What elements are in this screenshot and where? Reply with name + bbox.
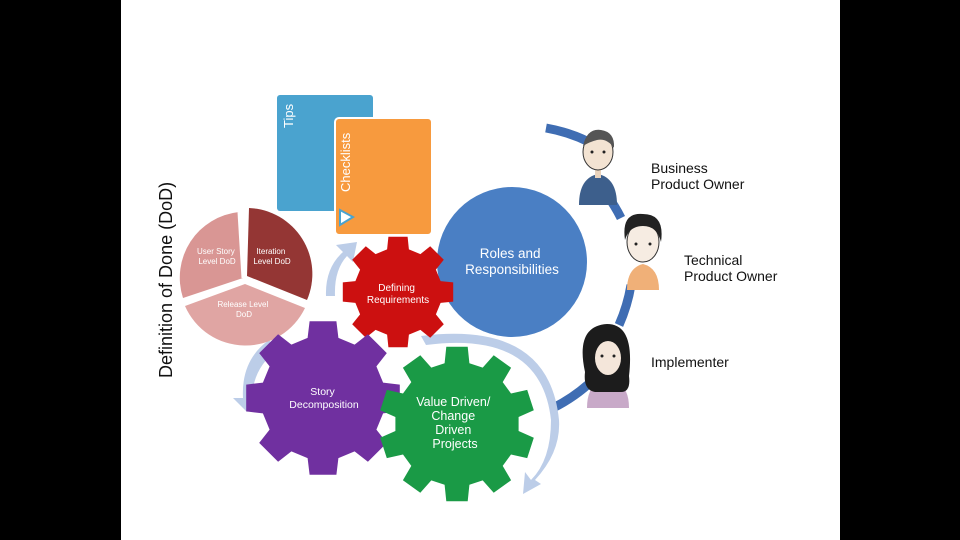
checklists-tab [334, 117, 433, 236]
checklists-tab-label: Checklists [338, 132, 353, 192]
role-implementer: Implementer [651, 354, 729, 370]
arrow-up [325, 242, 357, 296]
diagram-canvas: User Story Level DoD Iteration Level DoD… [179, 95, 662, 502]
role-line: Product Owner [651, 176, 745, 192]
roles-circle-label: Roles and Responsibilities [465, 246, 559, 277]
dod-title: Definition of Done (DoD) [156, 181, 176, 378]
role-line: Product Owner [684, 268, 778, 284]
slide: User Story Level DoD Iteration Level DoD… [121, 0, 840, 540]
play-triangle-icon [339, 208, 356, 227]
pie-release-label: Release Level DoD [218, 300, 271, 319]
pie-user-story-label: User Story Level DoD [197, 247, 237, 266]
gear-defining-label: Defining Requirements [367, 283, 429, 306]
role-technical-product-owner: Technical Product Owner [684, 252, 777, 284]
role-line: Implementer [651, 354, 729, 370]
gear-story-decomposition [246, 321, 400, 475]
avatar-implementer [582, 324, 631, 408]
gear-story-shape [246, 321, 400, 475]
pie-user-story [179, 212, 243, 298]
pie-iteration [247, 208, 313, 300]
avatar-technical-product-owner [624, 213, 662, 290]
role-line: Business [651, 160, 708, 176]
gear-defining-shape [342, 236, 454, 348]
pie-iteration-label: Iteration Level DoD [253, 247, 291, 266]
gear-value-shape [380, 346, 534, 502]
avatar-business-product-owner [579, 129, 617, 205]
dod-pie [179, 208, 313, 346]
gear-value-label: Value Driven/ Change Driven Projects [416, 395, 494, 451]
role-business-product-owner: Business Product Owner [651, 160, 744, 192]
roles-circle [437, 187, 587, 337]
gear-defining-requirements [342, 236, 454, 348]
gear-story-label: Story Decomposition [289, 386, 359, 411]
tips-tab-label: Tips [281, 103, 296, 128]
pie-release [185, 284, 305, 346]
gear-value-driven [380, 346, 534, 502]
role-line: Technical [684, 252, 743, 268]
